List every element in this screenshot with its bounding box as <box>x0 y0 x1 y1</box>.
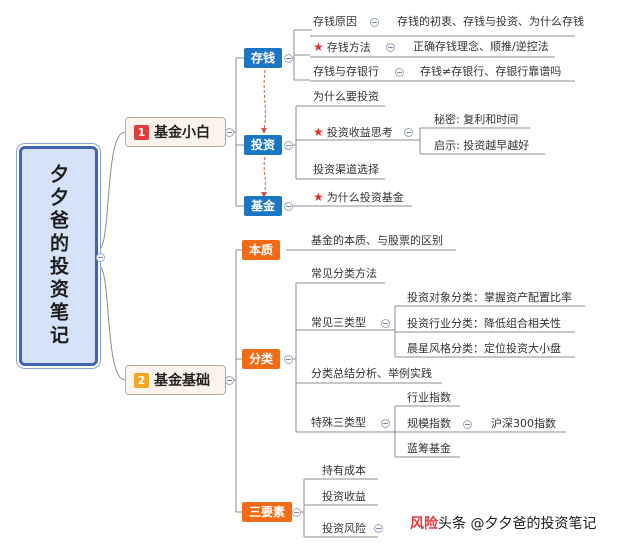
leaf-secret-compound[interactable]: 秘密: 复利和时间 <box>434 113 519 126</box>
node-fund[interactable]: 基金 <box>244 196 283 216</box>
root-collapse-icon[interactable] <box>96 253 105 262</box>
leaf-investment-risk[interactable]: 投资风险 <box>322 522 366 535</box>
leaf-saving-method-detail[interactable]: 正确存钱理念、顺推/逆控法 <box>413 40 549 53</box>
fund-collapse-icon[interactable] <box>284 202 293 211</box>
leaf-scale-index[interactable]: 规模指数 <box>407 417 451 430</box>
leaf-classification-summary[interactable]: 分类总结分析、举例实践 <box>311 367 432 380</box>
leaf-common-three-types[interactable]: 常见三类型 <box>311 316 366 329</box>
leaf-saving-vs-bank-detail[interactable]: 存钱≠存银行、存银行靠谱吗 <box>420 65 562 78</box>
classification-collapse-icon[interactable] <box>284 355 293 364</box>
topic1-collapse-icon[interactable] <box>225 128 234 137</box>
node-classification[interactable]: 分类 <box>242 349 281 369</box>
leaf-industry-index[interactable]: 行业指数 <box>407 391 451 404</box>
node-investing[interactable]: 投资 <box>244 135 283 155</box>
leaf-saving-reason-detail[interactable]: 存钱的初衷、存钱与投资、为什么存钱 <box>397 15 584 28</box>
leaf-holding-cost[interactable]: 持有成本 <box>322 464 366 477</box>
topic-number-badge: 1 <box>134 124 149 140</box>
special-three-types-collapse-icon[interactable] <box>381 419 390 428</box>
watermark-risk-label: 风险 <box>410 516 438 532</box>
watermark-text: 头条 @夕夕爸的投资笔记 <box>438 516 597 532</box>
leaf-by-style[interactable]: 晨星风格分类：定位投资大小盘 <box>407 342 561 355</box>
star-icon: ★ <box>313 125 324 139</box>
investment-return-collapse-icon[interactable] <box>404 128 413 137</box>
leaf-why-invest[interactable]: 为什么要投资 <box>313 90 379 103</box>
leaf-by-industry[interactable]: 投资行业分类：降低组合相关性 <box>407 317 561 330</box>
leaf-invest-channel[interactable]: 投资渠道选择 <box>313 163 379 176</box>
leaf-invest-early[interactable]: 启示: 投资越早越好 <box>434 139 530 152</box>
leaf-saving-vs-bank[interactable]: 存钱与存银行 <box>313 65 379 78</box>
star-icon: ★ <box>313 40 324 54</box>
leaf-special-three-types[interactable]: 特殊三类型 <box>311 416 366 429</box>
leaf-hs300-index[interactable]: 沪深300指数 <box>491 417 556 430</box>
three-elements-collapse-icon[interactable] <box>292 508 301 517</box>
saving-collapse-icon[interactable] <box>284 54 293 63</box>
common-three-types-collapse-icon[interactable] <box>381 319 390 328</box>
leaf-investment-return[interactable]: ★投资收益思考 <box>313 125 393 139</box>
investing-collapse-icon[interactable] <box>284 141 293 150</box>
root-title: 夕夕爸的投资笔记 <box>47 164 69 348</box>
saving-vs-bank-collapse-icon[interactable] <box>395 68 404 77</box>
topic-fund-basics[interactable]: 2 基金基础 <box>125 365 226 395</box>
topic-label: 基金小白 <box>154 125 210 141</box>
leaf-by-asset[interactable]: 投资对象分类：掌握资产配置比率 <box>407 291 572 304</box>
star-icon: ★ <box>313 190 324 204</box>
scale-index-collapse-icon[interactable] <box>463 420 472 429</box>
saving-method-collapse-icon[interactable] <box>386 43 395 52</box>
node-three-elements[interactable]: 三要素 <box>242 502 293 522</box>
watermark: 风险头条 @夕夕爸的投资笔记 <box>410 513 596 533</box>
leaf-saving-reason[interactable]: 存钱原因 <box>313 15 357 28</box>
node-essence[interactable]: 本质 <box>242 240 281 260</box>
root-node[interactable]: 夕夕爸的投资笔记 <box>19 146 98 366</box>
node-saving[interactable]: 存钱 <box>244 48 283 68</box>
saving-reason-collapse-icon[interactable] <box>370 18 379 27</box>
topic-fund-beginner[interactable]: 1 基金小白 <box>125 117 226 147</box>
leaf-bluechip-fund[interactable]: 蓝筹基金 <box>407 442 451 455</box>
topic-number-badge: 2 <box>134 372 149 388</box>
topic-label: 基金基础 <box>154 373 210 389</box>
topic2-collapse-icon[interactable] <box>225 376 234 385</box>
leaf-fund-essence[interactable]: 基金的本质、与股票的区别 <box>311 234 443 247</box>
leaf-investment-income[interactable]: 投资收益 <box>322 490 366 503</box>
leaf-common-classification[interactable]: 常见分类方法 <box>311 267 377 280</box>
investment-risk-collapse-icon[interactable] <box>374 524 383 533</box>
leaf-saving-method[interactable]: ★存钱方法 <box>313 40 371 54</box>
leaf-why-fund[interactable]: ★为什么投资基金 <box>313 190 404 204</box>
